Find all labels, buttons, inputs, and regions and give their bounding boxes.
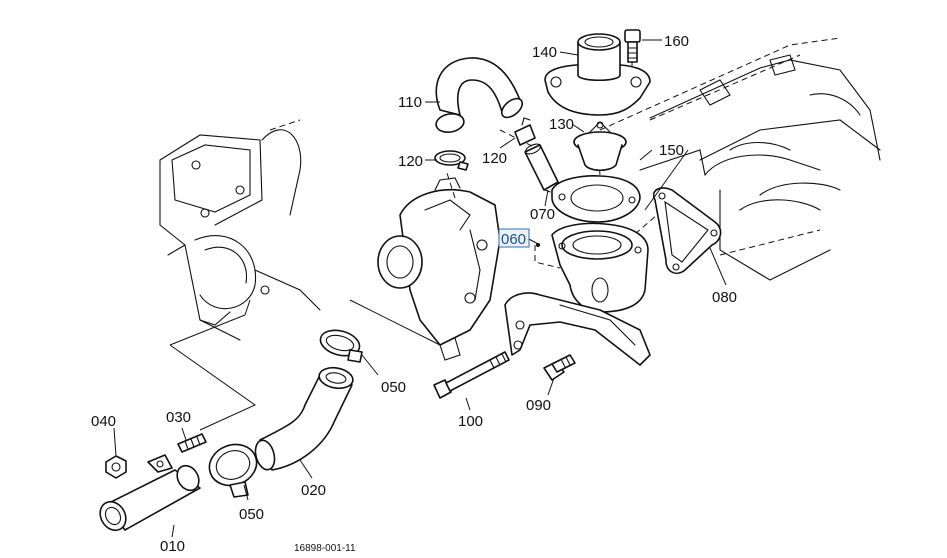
callout-160[interactable]: 160 <box>664 33 689 50</box>
callout-050-lower[interactable]: 050 <box>239 506 264 523</box>
callout-060-selected[interactable]: 060 <box>501 231 526 248</box>
callout-120-right[interactable]: 120 <box>482 150 507 167</box>
thermostat-cover-140 <box>544 33 651 116</box>
housing-gasket-080 <box>653 187 722 275</box>
callout-020[interactable]: 020 <box>301 482 326 499</box>
hose-clamp-left-120 <box>434 150 469 171</box>
callout-120-left[interactable]: 120 <box>398 153 423 170</box>
thermostat-130 <box>573 121 627 172</box>
callout-150[interactable]: 150 <box>659 142 684 159</box>
hose-clamp-lower-050 <box>208 443 258 498</box>
thermostat-gasket-150 <box>551 175 641 223</box>
mounting-bracket <box>504 292 651 366</box>
callout-010[interactable]: 010 <box>160 538 185 555</box>
callout-090[interactable]: 090 <box>526 397 551 414</box>
engine-block-outline <box>599 37 881 281</box>
callout-100[interactable]: 100 <box>458 413 483 430</box>
drawing-code: 16898-001-11 <box>294 543 356 554</box>
front-cover-outline <box>159 119 321 341</box>
thermostat-housing-060 <box>551 222 649 313</box>
bolt-short-090 <box>543 354 576 381</box>
callout-labels: 010 020 030 040 050 050 060 070 080 090 … <box>91 33 737 555</box>
callout-040[interactable]: 040 <box>91 413 116 430</box>
callout-130[interactable]: 130 <box>549 116 574 133</box>
hose-clamp-upper-050 <box>319 329 363 363</box>
stud-030 <box>177 433 207 453</box>
callout-060-anchor <box>536 243 540 247</box>
callout-080[interactable]: 080 <box>712 289 737 306</box>
water-pump-body <box>377 177 501 361</box>
callout-070[interactable]: 070 <box>530 206 555 223</box>
hose-clamp-right-120 <box>514 117 536 146</box>
lower-hose-020 <box>254 366 354 471</box>
callout-050-upper[interactable]: 050 <box>381 379 406 396</box>
bypass-pipe-070 <box>524 143 559 191</box>
nut-040 <box>105 455 127 479</box>
upper-hose-110 <box>435 57 524 133</box>
callout-140[interactable]: 140 <box>532 44 557 61</box>
callout-110[interactable]: 110 <box>398 94 422 111</box>
bolt-long-100 <box>433 351 510 399</box>
callout-030[interactable]: 030 <box>166 409 191 426</box>
cover-bolt-160 <box>624 29 641 63</box>
water-pipe-010 <box>99 454 201 532</box>
selected-callout-highlight <box>498 228 530 248</box>
